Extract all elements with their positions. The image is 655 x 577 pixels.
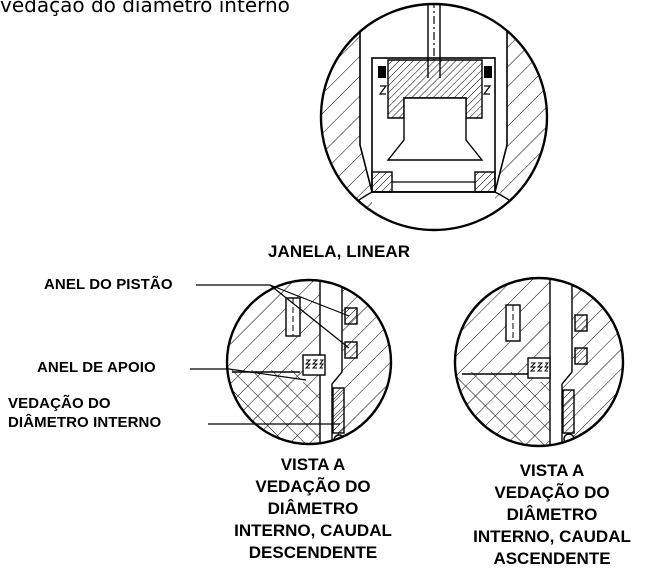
right-caption-line: DIÂMETRO bbox=[506, 505, 598, 524]
left-caption-line: VISTA A bbox=[280, 455, 346, 474]
left-view-caption: VISTA A VEDAÇÃO DO DIÂMETRO INTERNO, CAU… bbox=[218, 454, 408, 564]
backup-ring-label: ANEL DE APOIO bbox=[37, 359, 156, 376]
page-title: vedação do diâmetro interno bbox=[0, 0, 290, 17]
left-detail-view bbox=[225, 278, 393, 446]
piston-ring-label: ANEL DO PISTÃO bbox=[44, 276, 173, 293]
left-caption-line: DESCENDENTE bbox=[248, 543, 378, 562]
top-detail-view bbox=[319, 2, 549, 232]
right-caption-line: INTERNO, CAUDAL bbox=[473, 527, 631, 546]
left-caption-line: DIÂMETRO bbox=[267, 499, 359, 518]
right-caption-line: ASCENDENTE bbox=[493, 549, 611, 568]
top-view-caption: JANELA, LINEAR bbox=[268, 242, 411, 261]
right-caption-line: VISTA A bbox=[519, 461, 585, 480]
bore-seal-label-line2: DIÂMETRO INTERNO bbox=[8, 414, 162, 431]
right-detail-view bbox=[453, 276, 625, 448]
bore-seal-label-line1: VEDAÇÃO DO bbox=[8, 395, 111, 412]
left-caption-line: INTERNO, CAUDAL bbox=[234, 521, 392, 540]
right-view-caption: VISTA A VEDAÇÃO DO DIÂMETRO INTERNO, CAU… bbox=[452, 460, 652, 570]
right-caption-line: VEDAÇÃO DO bbox=[494, 483, 610, 502]
left-caption-line: VEDAÇÃO DO bbox=[255, 477, 371, 496]
leader-lines bbox=[190, 284, 350, 425]
